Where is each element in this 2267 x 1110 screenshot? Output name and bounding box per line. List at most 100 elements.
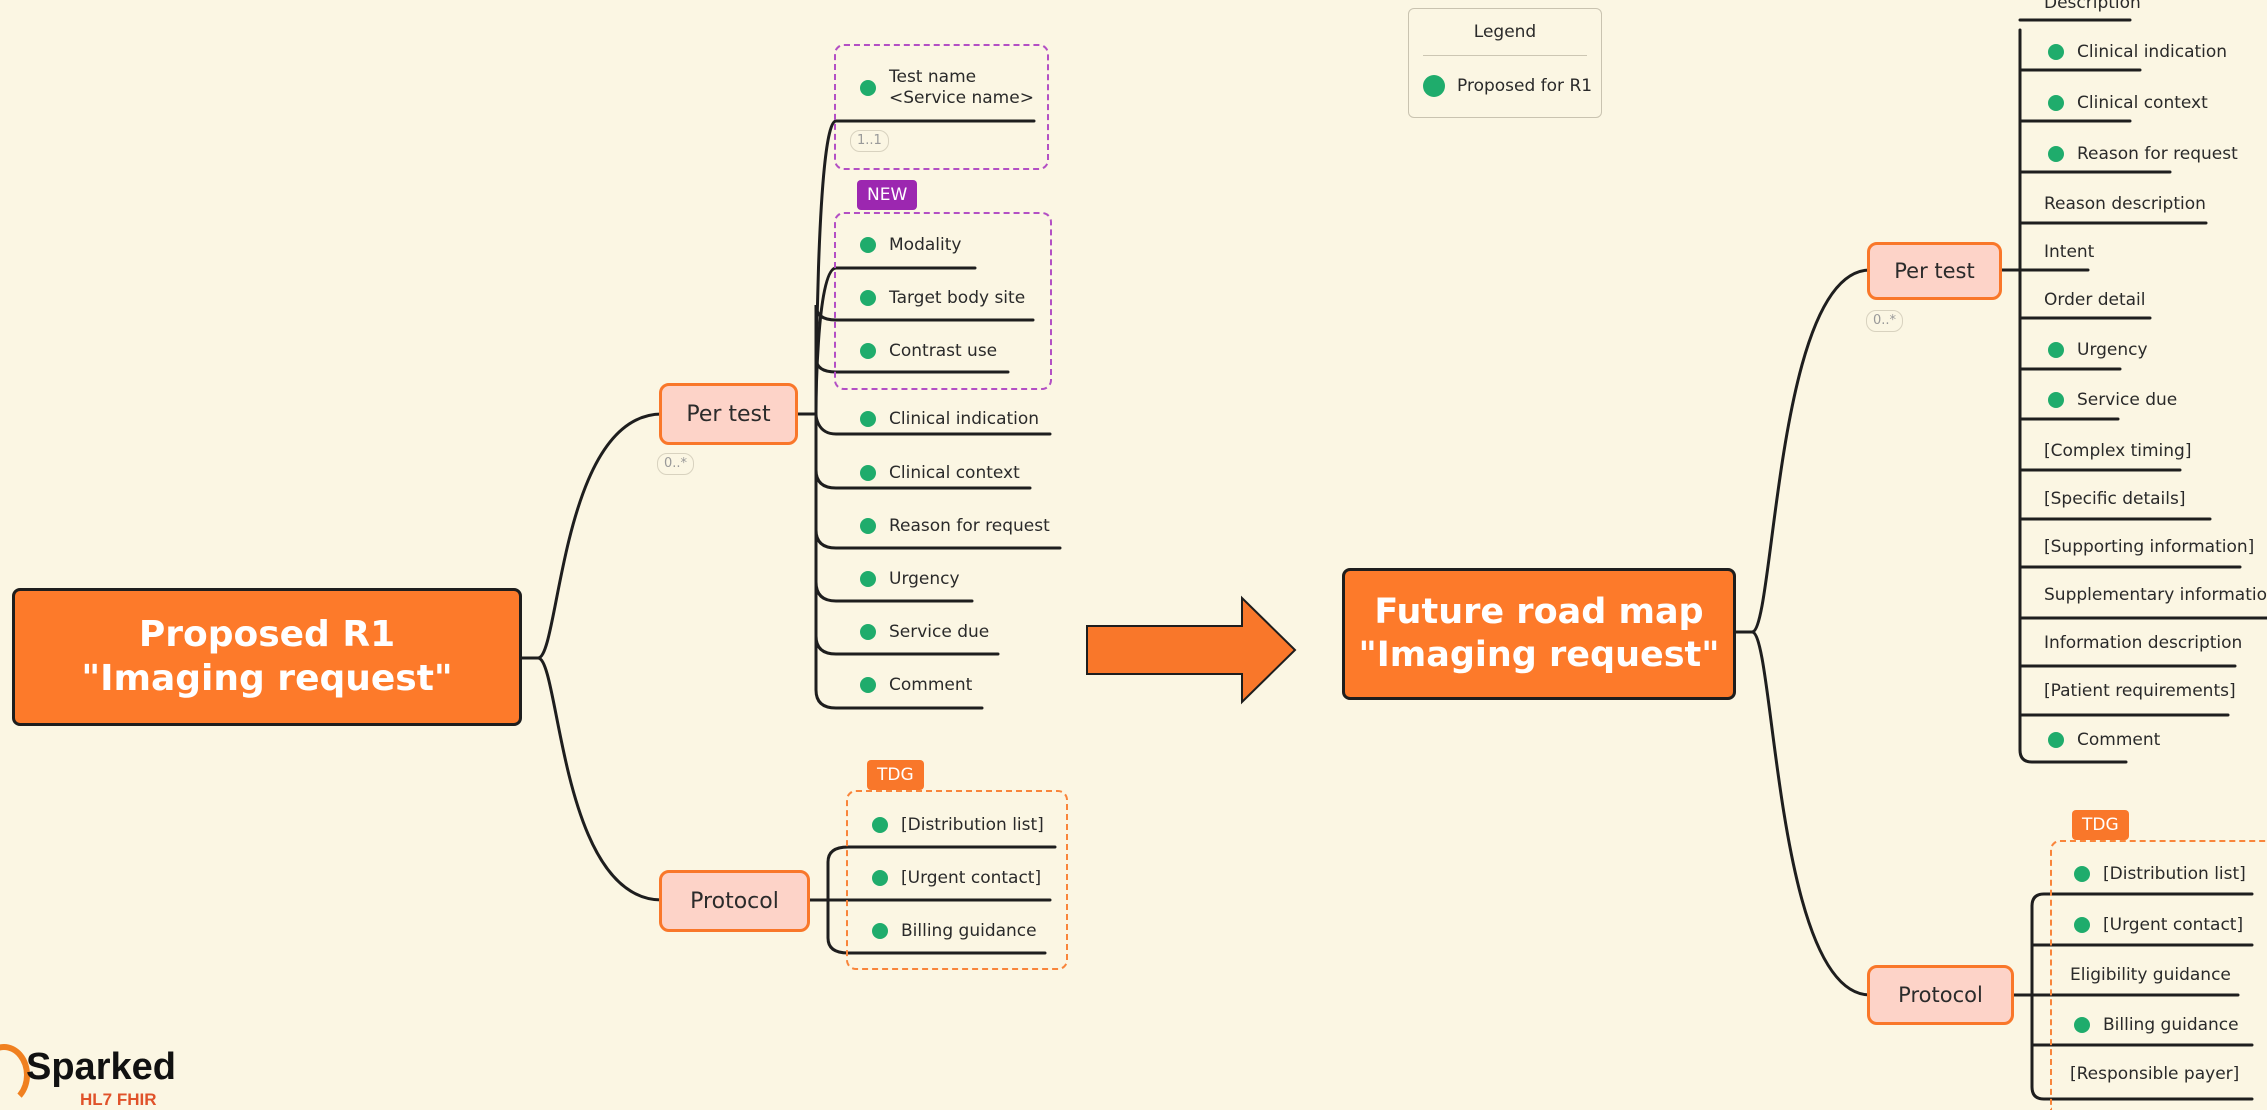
tdg-tag: TDG bbox=[2072, 810, 2129, 840]
green-dot-icon bbox=[2048, 146, 2064, 162]
leaf-label: Clinical context bbox=[2077, 93, 2208, 113]
leaf-label: Information description bbox=[2044, 633, 2243, 653]
leaf-reason-description[interactable]: Reason description bbox=[2044, 193, 2206, 215]
green-dot-icon bbox=[2048, 95, 2064, 111]
cardinality-badge: 0..* bbox=[1866, 310, 1904, 332]
green-dot-icon bbox=[860, 518, 876, 534]
leaf-urgent-contact[interactable]: [Urgent contact] bbox=[2074, 914, 2243, 936]
root-title-line2: "Imaging request" bbox=[81, 658, 453, 699]
leaf-urgency[interactable]: Urgency bbox=[860, 568, 960, 590]
root-node-proposed-r1[interactable]: Proposed R1 "Imaging request" bbox=[12, 588, 522, 726]
leaf-label: [Complex timing] bbox=[2044, 441, 2192, 461]
leaf-label: [Specific details] bbox=[2044, 489, 2186, 509]
leaf-test-name[interactable]: Test name<Service name> bbox=[860, 66, 1034, 110]
leaf-complex-timing[interactable]: [Complex timing] bbox=[2044, 440, 2191, 462]
node-per-test[interactable]: Per test bbox=[659, 383, 798, 445]
leaf-billing-guidance[interactable]: Billing guidance bbox=[872, 920, 1037, 942]
green-dot-icon bbox=[872, 817, 888, 833]
leaf-patient-requirements[interactable]: [Patient requirements] bbox=[2044, 680, 2236, 702]
leaf-service-due[interactable]: Service due bbox=[2048, 389, 2177, 411]
legend-item: Proposed for R1 bbox=[1423, 75, 1592, 97]
leaf-distribution-list[interactable]: [Distribution list] bbox=[2074, 863, 2246, 885]
leaf-label: [Patient requirements] bbox=[2044, 681, 2236, 701]
leaf-label: [Distribution list] bbox=[901, 815, 1044, 835]
node-label: Per test bbox=[686, 401, 771, 427]
node-label: Protocol bbox=[1898, 983, 1983, 1007]
leaf-label: Reason for request bbox=[2077, 144, 2238, 164]
root-title-line2: "Imaging request" bbox=[1358, 635, 1720, 675]
leaf-reason-for-request[interactable]: Reason for request bbox=[860, 515, 1050, 537]
leaf-eligibility-guidance[interactable]: Eligibility guidance bbox=[2070, 964, 2231, 986]
leaf-label: Intent bbox=[2044, 242, 2095, 262]
leaf-label: Modality bbox=[889, 235, 962, 255]
leaf-reason-for-request[interactable]: Reason for request bbox=[2048, 143, 2238, 165]
leaf-label: [Supporting information] bbox=[2044, 537, 2255, 557]
leaf-label: Contrast use bbox=[889, 341, 998, 361]
leaf-clinical-indication[interactable]: Clinical indication bbox=[2048, 41, 2227, 63]
leaf-comment[interactable]: Comment bbox=[2048, 729, 2160, 751]
legend: Legend Proposed for R1 bbox=[1408, 8, 1602, 118]
leaf-label: [Responsible payer] bbox=[2070, 1064, 2240, 1084]
leaf-contrast-use[interactable]: Contrast use bbox=[860, 340, 997, 362]
leaf-urgent-contact[interactable]: [Urgent contact] bbox=[872, 867, 1041, 889]
leaf-description[interactable]: Description bbox=[2044, 0, 2141, 14]
root-title-line1: Future road map bbox=[1374, 592, 1704, 632]
leaf-clinical-indication[interactable]: Clinical indication bbox=[860, 408, 1039, 430]
leaf-label: Description bbox=[2044, 0, 2141, 13]
leaf-urgency[interactable]: Urgency bbox=[2048, 339, 2148, 361]
leaf-supplementary-information[interactable]: Supplementary information bbox=[2044, 584, 2267, 606]
leaf-distribution-list[interactable]: [Distribution list] bbox=[872, 814, 1044, 836]
leaf-label: Reason description bbox=[2044, 194, 2206, 214]
green-dot-icon bbox=[2048, 732, 2064, 748]
cardinality-badge: 0..* bbox=[657, 453, 695, 475]
leaf-label: Service due bbox=[2077, 390, 2178, 410]
green-dot-icon bbox=[2048, 342, 2064, 358]
leaf-label: Clinical indication bbox=[2077, 42, 2228, 62]
node-protocol[interactable]: Protocol bbox=[1867, 965, 2014, 1025]
leaf-clinical-context[interactable]: Clinical context bbox=[860, 462, 1020, 484]
green-dot-icon bbox=[2074, 866, 2090, 882]
leaf-specific-details[interactable]: [Specific details] bbox=[2044, 488, 2185, 510]
leaf-modality[interactable]: Modality bbox=[860, 234, 961, 256]
tdg-tag: TDG bbox=[867, 760, 924, 790]
leaf-label: Service due bbox=[889, 622, 990, 642]
leaf-label: Order detail bbox=[2044, 290, 2146, 310]
green-dot-icon bbox=[860, 290, 876, 306]
green-dot-icon bbox=[860, 465, 876, 481]
leaf-supporting-information[interactable]: [Supporting information] bbox=[2044, 536, 2254, 558]
node-per-test[interactable]: Per test bbox=[1867, 242, 2002, 300]
leaf-intent[interactable]: Intent bbox=[2044, 241, 2094, 263]
node-protocol[interactable]: Protocol bbox=[659, 870, 810, 932]
leaf-responsible-payer[interactable]: [Responsible payer] bbox=[2070, 1063, 2239, 1085]
green-dot-icon bbox=[860, 624, 876, 640]
leaf-test-name-label: Test name<Service name> bbox=[889, 67, 1034, 108]
leaf-label: Eligibility guidance bbox=[2070, 965, 2231, 985]
leaf-label: Clinical indication bbox=[889, 409, 1040, 429]
green-dot-icon bbox=[2074, 1017, 2090, 1033]
leaf-label: [Urgent contact] bbox=[901, 868, 1042, 888]
leaf-label: Urgency bbox=[889, 569, 960, 589]
leaf-label: Reason for request bbox=[889, 516, 1050, 536]
dashed-group-tdg bbox=[846, 790, 1068, 970]
leaf-label: Clinical context bbox=[889, 463, 1020, 483]
leaf-service-due[interactable]: Service due bbox=[860, 621, 989, 643]
node-label: Protocol bbox=[690, 888, 779, 914]
leaf-comment[interactable]: Comment bbox=[860, 674, 972, 696]
leaf-label: Urgency bbox=[2077, 340, 2148, 360]
green-dot-icon bbox=[860, 80, 876, 96]
root-node-future-road-map[interactable]: Future road map "Imaging request" bbox=[1342, 568, 1736, 700]
node-label: Per test bbox=[1894, 259, 1975, 283]
leaf-clinical-context[interactable]: Clinical context bbox=[2048, 92, 2208, 114]
leaf-label: Comment bbox=[889, 675, 973, 695]
leaf-billing-guidance[interactable]: Billing guidance bbox=[2074, 1014, 2239, 1036]
legend-divider bbox=[1423, 55, 1587, 56]
green-dot-icon bbox=[872, 923, 888, 939]
leaf-information-description[interactable]: Information description bbox=[2044, 632, 2242, 654]
green-dot-icon bbox=[860, 411, 876, 427]
green-dot-icon bbox=[860, 677, 876, 693]
leaf-target-body-site[interactable]: Target body site bbox=[860, 287, 1025, 309]
dashed-group-tdg bbox=[2050, 840, 2267, 1110]
leaf-order-detail[interactable]: Order detail bbox=[2044, 289, 2146, 311]
